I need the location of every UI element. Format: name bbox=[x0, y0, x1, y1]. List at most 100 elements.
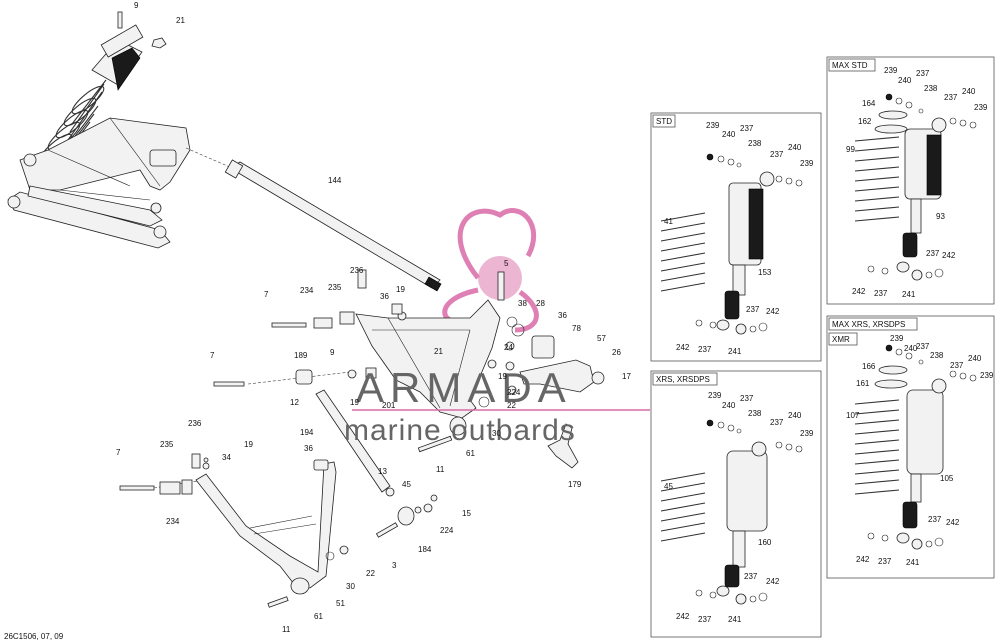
callout-label: 22 bbox=[366, 569, 375, 578]
callout-label: 41 bbox=[664, 217, 673, 226]
panel-title: MAX STD bbox=[832, 61, 868, 70]
callout-label: 242 bbox=[856, 555, 870, 564]
callout-label: 237 bbox=[698, 615, 712, 624]
callout-label: 36 bbox=[558, 311, 567, 320]
shaft-144 bbox=[224, 159, 442, 292]
callout-label: 237 bbox=[916, 69, 930, 78]
callout-label: 238 bbox=[748, 409, 762, 418]
callout-label: 162 bbox=[858, 117, 872, 126]
callout-label: 237 bbox=[740, 124, 754, 133]
callout-label: 22 bbox=[507, 401, 516, 410]
callout-label: 240 bbox=[898, 76, 912, 85]
callout-label: 239 bbox=[800, 429, 814, 438]
callout-label: 241 bbox=[728, 615, 742, 624]
callout-label: 99 bbox=[846, 145, 855, 154]
callout-label: 237 bbox=[698, 345, 712, 354]
callout-label: 242 bbox=[766, 577, 780, 586]
callout-label: 7 bbox=[210, 351, 215, 360]
callout-label: 38 bbox=[518, 299, 527, 308]
callout-label: 239 bbox=[974, 103, 988, 112]
callout-label: 241 bbox=[902, 290, 916, 299]
callout-label: 21 bbox=[176, 16, 185, 25]
callout-label: 237 bbox=[916, 342, 930, 351]
central-swing-arm bbox=[271, 269, 605, 419]
callout-label: 105 bbox=[940, 474, 954, 483]
callout-label: 224 bbox=[440, 526, 454, 535]
callout-label: 240 bbox=[904, 344, 918, 353]
callout-label: 239 bbox=[708, 391, 722, 400]
tie-rod-end-179 bbox=[547, 423, 579, 469]
callout-label: 234 bbox=[300, 286, 314, 295]
callout-label: 240 bbox=[968, 354, 982, 363]
callout-label: 5 bbox=[504, 259, 509, 268]
callout-label: 242 bbox=[946, 518, 960, 527]
callout-label: 11 bbox=[282, 625, 291, 634]
callout-label: 161 bbox=[856, 379, 870, 388]
panel-std-labels: STD 239 240 237 238 237 240 239 41 153 2… bbox=[656, 117, 814, 356]
callout-label: 51 bbox=[336, 599, 345, 608]
callout-label: 238 bbox=[930, 351, 944, 360]
link-rod-194 bbox=[295, 367, 391, 493]
callout-label: 237 bbox=[770, 150, 784, 159]
callout-label: 28 bbox=[536, 299, 545, 308]
watermark-brand: ARMADA bbox=[356, 364, 572, 411]
panel-title: XRS, XRSDPS bbox=[656, 375, 710, 384]
watermark-text: ARMADA marine outbards bbox=[344, 364, 650, 447]
callout-label: 13 bbox=[378, 467, 387, 476]
callout-label: 242 bbox=[766, 307, 780, 316]
callout-label: 235 bbox=[328, 283, 342, 292]
callout-label: 238 bbox=[924, 84, 938, 93]
panel-subtitle: XMR bbox=[832, 335, 850, 344]
callout-label: 240 bbox=[722, 130, 736, 139]
callout-label: 78 bbox=[572, 324, 581, 333]
callout-label: 189 bbox=[294, 351, 308, 360]
callout-label: 224 bbox=[507, 388, 521, 397]
callout-label: 19 bbox=[244, 440, 253, 449]
callout-label: 234 bbox=[166, 517, 180, 526]
callout-label: 12 bbox=[290, 398, 299, 407]
callout-label: 242 bbox=[676, 612, 690, 621]
callout-label: 240 bbox=[788, 143, 802, 152]
callout-label: 144 bbox=[328, 176, 342, 185]
callout-label: 9 bbox=[134, 1, 139, 10]
reference-code: 26C1506, 07, 09 bbox=[4, 632, 64, 641]
callout-label: 237 bbox=[878, 557, 892, 566]
callout-label: 17 bbox=[622, 372, 631, 381]
callout-label: 239 bbox=[800, 159, 814, 168]
callout-label: 3 bbox=[392, 561, 397, 570]
callout-label: 201 bbox=[382, 401, 396, 410]
callout-label: 240 bbox=[722, 401, 736, 410]
callout-label: 9 bbox=[330, 348, 335, 357]
callout-label: 19 bbox=[350, 398, 359, 407]
panel-max-xrs bbox=[826, 315, 995, 579]
callout-label: 236 bbox=[188, 419, 202, 428]
callout-label: 7 bbox=[116, 448, 121, 457]
callout-label: 30 bbox=[492, 429, 501, 438]
callout-label: 36 bbox=[304, 444, 313, 453]
panel-xrs-labels: XRS, XRSDPS 239 240 237 238 237 240 239 … bbox=[656, 375, 814, 624]
callout-label: 21 bbox=[434, 347, 443, 356]
callout-label: 236 bbox=[350, 266, 364, 275]
panel-max-std-labels: MAX STD 239 240 237 238 237 240 239 164 … bbox=[832, 61, 988, 299]
callout-label: 241 bbox=[728, 347, 742, 356]
callout-label: 160 bbox=[758, 538, 772, 547]
callout-label: 239 bbox=[980, 371, 994, 380]
callout-label: 239 bbox=[890, 334, 904, 343]
panel-title: MAX XRS, XRSDPS bbox=[832, 320, 905, 329]
main-callouts: 9 21 144 5 236 7 234 235 36 19 38 28 36 … bbox=[116, 1, 631, 634]
panel-std bbox=[650, 112, 822, 362]
panel-xrs bbox=[650, 370, 822, 638]
callout-label: 19 bbox=[498, 372, 507, 381]
callout-label: 45 bbox=[664, 482, 673, 491]
callout-label: 237 bbox=[740, 394, 754, 403]
callout-label: 26 bbox=[612, 348, 621, 357]
callout-label: 45 bbox=[402, 480, 411, 489]
callout-label: 237 bbox=[926, 249, 940, 258]
callout-label: 11 bbox=[436, 465, 445, 474]
callout-label: 93 bbox=[936, 212, 945, 221]
callout-label: 179 bbox=[568, 480, 582, 489]
panel-max-xrs-labels: MAX XRS, XRSDPS XMR 239 240 237 238 237 … bbox=[832, 320, 994, 567]
callout-label: 15 bbox=[462, 509, 471, 518]
callout-label: 30 bbox=[346, 582, 355, 591]
